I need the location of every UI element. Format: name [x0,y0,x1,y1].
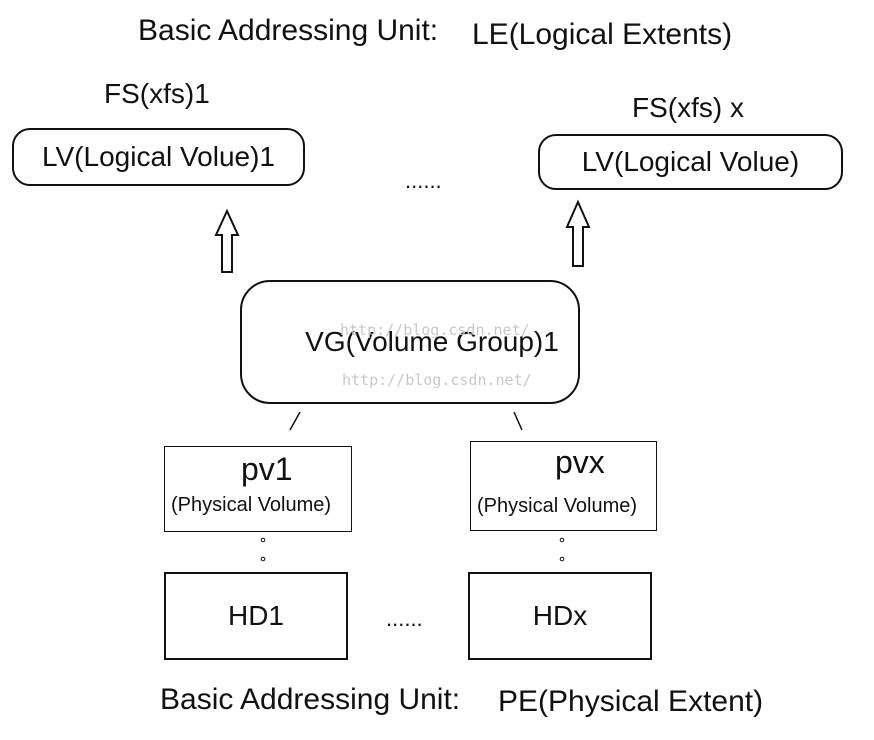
logical-volume-1: LV(Logical Volue)1 [12,128,305,186]
physical-volume-desc-x: (Physical Volume) [477,495,638,517]
bottom-caption-unit: PE(Physical Extent) [498,685,764,718]
vg-link-right [513,411,523,431]
pv-link-dot [559,537,565,543]
filesystem-label-x: FS(xfs) x [632,92,744,123]
physical-volume-1: pv1 (Physical Volume) [164,446,352,532]
hard-disk-label-1: HD1 [227,600,284,631]
watermark-lower: http://blog.csdn.net/ [342,371,532,389]
hard-disk-label-x: HDx [532,600,588,631]
physical-volume-x: pvx (Physical Volume) [470,441,657,531]
vg-link-left [289,411,301,431]
pv-link-dot [559,556,565,562]
hard-disk-1: HD1 [164,572,348,660]
up-arrow-1 [214,208,240,273]
volume-group-1: VG(Volume Group)1 [240,280,580,404]
physical-volume-name-1: pv1 [241,451,293,487]
filesystem-label-1: FS(xfs)1 [104,78,210,109]
hard-disk-x: HDx [468,572,652,660]
bottom-caption-prefix: Basic Addressing Unit: [160,683,461,716]
physical-volume-name-x: pvx [555,444,605,480]
volume-group-label: VG(Volume Group)1 [305,326,559,357]
top-caption-prefix: Basic Addressing Unit: [138,14,439,47]
watermark-upper: http://blog.csdn.net/ [340,321,530,339]
logical-volume-label-1: LV(Logical Volue)1 [42,141,275,172]
pv-link-dot [260,556,266,562]
pv-link-dot [260,537,266,543]
up-arrow-x [565,199,591,267]
logical-volume-label-x: LV(Logical Volue) [581,146,800,177]
top-caption-unit: LE(Logical Extents) [472,18,733,51]
logical-volume-x: LV(Logical Volue) [538,134,843,190]
logical-volume-ellipsis: ...... [405,168,442,193]
disk-ellipsis: ...... [386,606,423,631]
physical-volume-desc-1: (Physical Volume) [171,494,332,516]
